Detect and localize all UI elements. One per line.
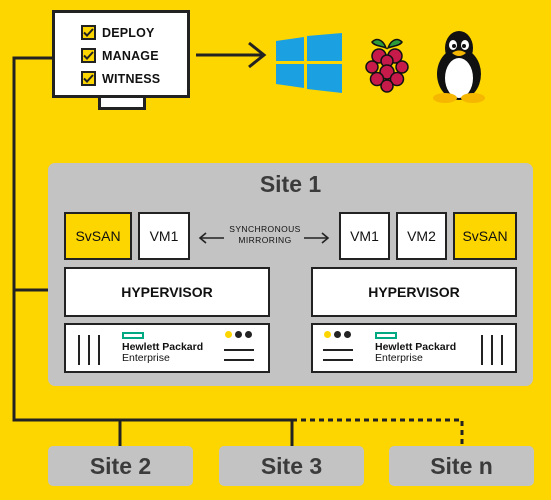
- checkbox-icon: [81, 48, 96, 63]
- checklist-label: DEPLOY: [102, 25, 155, 40]
- server-left: Hewlett Packard Enterprise: [64, 323, 270, 373]
- checklist-label: MANAGE: [102, 48, 159, 63]
- hypervisor-left: HYPERVISOR: [64, 267, 270, 317]
- raspberry-pi-icon: [365, 38, 409, 93]
- checkbox-icon: [81, 71, 96, 86]
- drive-slot: [224, 349, 254, 351]
- checklist-item-deploy: DEPLOY: [81, 21, 160, 44]
- site2-box: Site 2: [48, 446, 193, 486]
- checklist-label: WITNESS: [102, 71, 161, 86]
- vendor-line2: Enterprise: [122, 352, 170, 364]
- sync-label-line1: SYNCHRONOUS: [229, 224, 301, 234]
- hypervisor-right: HYPERVISOR: [311, 267, 517, 317]
- rack-bar: [88, 335, 90, 365]
- left-trunk-line: [12, 56, 292, 422]
- svsan-right: SvSAN: [453, 212, 517, 260]
- hpe-vendor-text: Hewlett Packard Enterprise: [375, 342, 456, 364]
- drive-slot: [323, 349, 353, 351]
- vm1-right: VM1: [339, 212, 390, 260]
- drive-slot: [224, 359, 254, 361]
- linux-tux-icon: [433, 31, 485, 103]
- status-led-icon: [344, 331, 351, 338]
- rack-bar: [481, 335, 483, 365]
- status-led-icon: [235, 331, 242, 338]
- rack-bar: [491, 335, 493, 365]
- checkbox-icon: [81, 25, 96, 40]
- vm2-right: VM2: [396, 212, 447, 260]
- monitor-stand: [98, 98, 146, 110]
- vm1-left: VM1: [138, 212, 190, 260]
- deploy-arrow-head: [248, 41, 267, 69]
- vendor-line2: Enterprise: [375, 352, 423, 364]
- sync-arrow-icon: [198, 232, 330, 244]
- site1-title: Site 1: [259, 171, 322, 197]
- rack-bar: [78, 335, 80, 365]
- hpe-logo-icon: [375, 332, 397, 339]
- sync-label: SYNCHRONOUS MIRRORING: [200, 224, 330, 246]
- checklist-item-witness: WITNESS: [81, 67, 160, 90]
- hpe-vendor-text: Hewlett Packard Enterprise: [122, 342, 203, 364]
- status-led-icon: [245, 331, 252, 338]
- server-right: Hewlett Packard Enterprise: [311, 323, 517, 373]
- siten-box: Site n: [389, 446, 534, 486]
- sync-label-line2: MIRRORING: [238, 235, 292, 245]
- rack-bar: [501, 335, 503, 365]
- checklist: DEPLOY MANAGE WITNESS: [81, 21, 160, 90]
- status-led-icon: [225, 331, 232, 338]
- vendor-line1: Hewlett Packard: [122, 341, 204, 353]
- svsan-left: SvSAN: [64, 212, 132, 260]
- drive-slot: [323, 359, 353, 361]
- hpe-logo-icon: [122, 332, 144, 339]
- checklist-item-manage: MANAGE: [81, 44, 160, 67]
- windows-icon: [276, 33, 342, 93]
- monitor: DEPLOY MANAGE WITNESS: [52, 10, 190, 98]
- vendor-line1: Hewlett Packard: [375, 341, 457, 353]
- status-led-icon: [334, 331, 341, 338]
- status-led-icon: [324, 331, 331, 338]
- rack-bar: [98, 335, 100, 365]
- site3-box: Site 3: [219, 446, 364, 486]
- siten-dashed-line: [292, 418, 464, 446]
